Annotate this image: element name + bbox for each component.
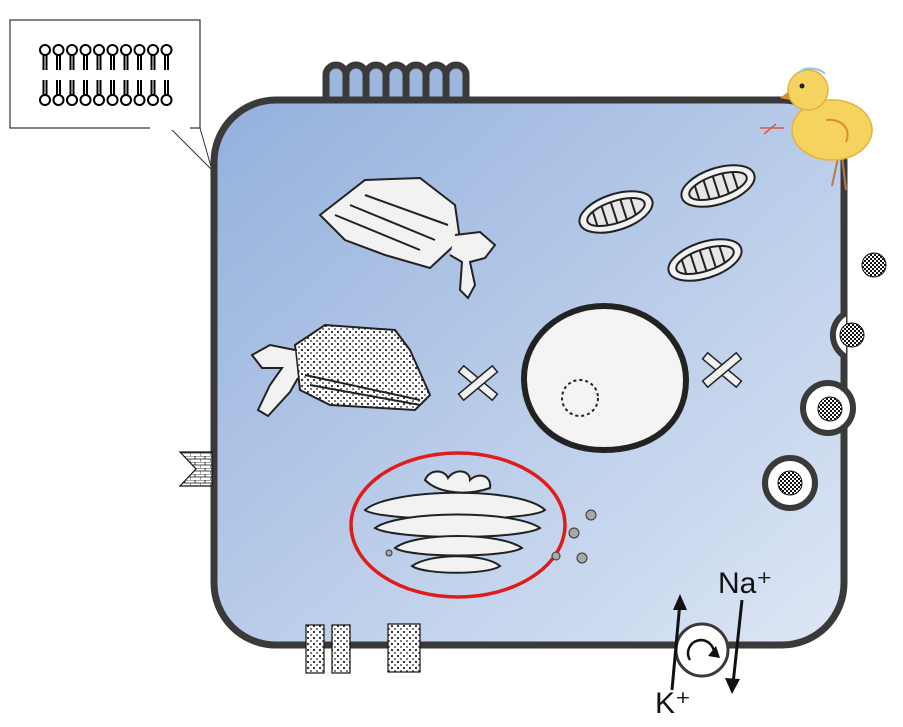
lipid-head	[66, 94, 78, 106]
lipid-tail	[69, 80, 75, 95]
lipid-tail	[56, 55, 61, 70]
lipid-tail	[150, 80, 156, 95]
lipid-tail	[137, 80, 142, 95]
chick-icon	[760, 67, 873, 191]
lipid-tail	[96, 80, 102, 95]
lipid-head	[93, 94, 105, 106]
lipid-tail	[164, 55, 169, 70]
sodium-ion-label: Na⁺	[718, 567, 772, 600]
lipid-head	[106, 44, 119, 56]
golgi-apparatus-icon	[363, 470, 547, 574]
lipid-head	[106, 94, 119, 106]
lipid-head	[79, 94, 92, 106]
nucleus-icon	[520, 302, 690, 454]
lipid-head	[120, 44, 132, 56]
membrane-protein-icon	[305, 623, 421, 674]
lipid-head	[147, 44, 159, 56]
lipid-head	[133, 94, 146, 106]
lipid-tail	[110, 55, 115, 70]
lipid-tail	[83, 55, 88, 70]
lipid-tail	[150, 55, 156, 70]
lipid-head	[133, 44, 146, 56]
lipid-tail	[42, 80, 48, 95]
bilayer-callout	[9, 19, 214, 172]
lipid-tail	[69, 55, 75, 70]
lipid-head	[160, 94, 173, 106]
lipid-head	[120, 94, 132, 106]
lipid-head	[79, 44, 92, 56]
lipid-tail	[110, 80, 115, 95]
centriole-icon	[457, 351, 743, 402]
lipid-tail	[83, 80, 88, 95]
microvilli-icon	[322, 61, 470, 106]
potassium-ion-label: K⁺	[655, 687, 691, 720]
lipid-tail	[96, 55, 102, 70]
lipid-tail	[56, 80, 61, 95]
lipid-tail	[164, 80, 169, 95]
lipid-tail	[137, 55, 142, 70]
lipid-tail	[123, 80, 129, 95]
lipid-head	[39, 44, 51, 56]
vesicle-icon	[385, 509, 597, 564]
lipid-head	[52, 44, 65, 56]
phospholipid-bilayer-icon	[39, 44, 173, 106]
lipid-head	[93, 44, 105, 56]
smooth-er-icon	[250, 323, 432, 418]
desmosome-icon	[178, 451, 213, 487]
rough-er-icon	[318, 176, 497, 300]
mitochondrion-icon	[578, 164, 756, 282]
lipid-head	[66, 44, 78, 56]
sodium-potassium-pump-icon	[670, 594, 744, 694]
golgi-highlight-ring	[349, 451, 567, 599]
lipid-head	[160, 44, 173, 56]
nucleolus-icon	[561, 379, 599, 417]
lipid-tail	[123, 55, 129, 70]
lipid-head	[147, 94, 159, 106]
lipid-head	[39, 94, 51, 106]
exocytosis-vesicle-icon	[762, 252, 887, 511]
lipid-tail	[42, 55, 48, 70]
lipid-head	[52, 94, 65, 106]
